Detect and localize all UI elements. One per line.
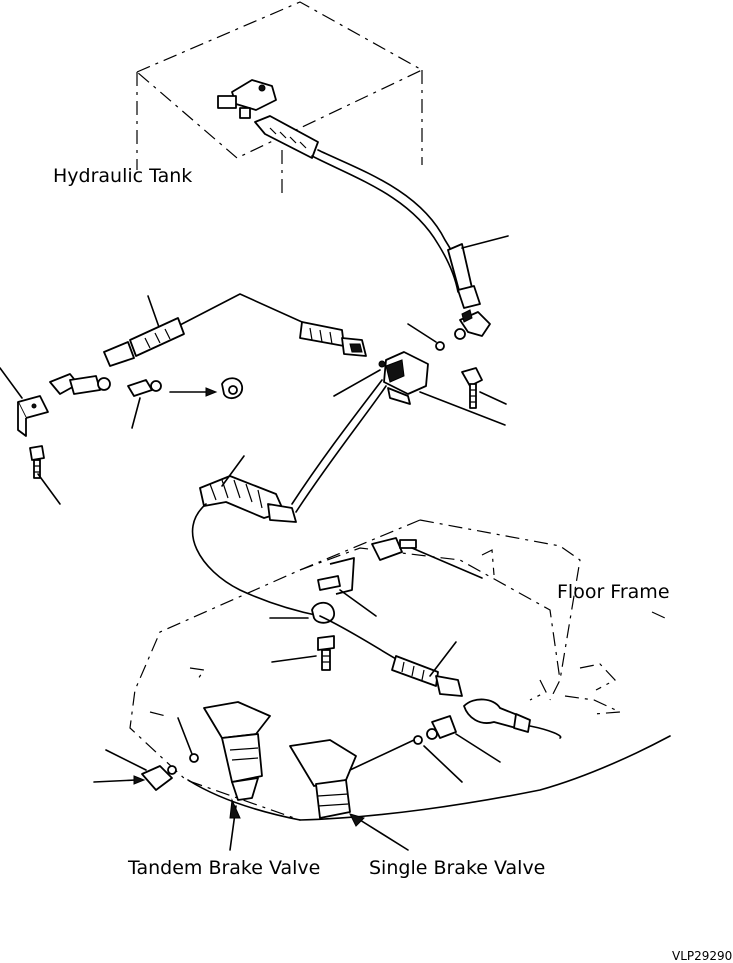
hydraulic-tank-label: Hydraulic Tank bbox=[53, 165, 193, 187]
left-bracket bbox=[0, 367, 61, 505]
block-bolt bbox=[461, 367, 507, 409]
floor-clamp bbox=[269, 537, 483, 671]
junction-block bbox=[333, 351, 506, 426]
figure-id: VLP29290 bbox=[672, 949, 733, 963]
floor-frame-outline bbox=[129, 519, 671, 821]
brake-switch bbox=[93, 749, 177, 791]
right-elbow-fittings bbox=[413, 698, 562, 783]
upper-hose bbox=[103, 293, 367, 367]
tandem-brake-valve bbox=[177, 701, 271, 851]
middle-hose bbox=[191, 379, 387, 617]
lower-hose bbox=[319, 615, 463, 697]
elbow-fitting-upper bbox=[407, 309, 491, 351]
tank-hose bbox=[254, 115, 509, 309]
floor-frame-label: Floor Frame bbox=[557, 581, 670, 603]
hydraulic-tank-outline bbox=[135, 1, 424, 195]
single-brake-valve bbox=[289, 739, 415, 851]
left-fittings bbox=[49, 373, 243, 429]
tank-port-fitting bbox=[217, 79, 277, 119]
single-brake-valve-label: Single Brake Valve bbox=[369, 857, 546, 879]
tandem-brake-valve-label: Tandem Brake Valve bbox=[128, 857, 321, 879]
